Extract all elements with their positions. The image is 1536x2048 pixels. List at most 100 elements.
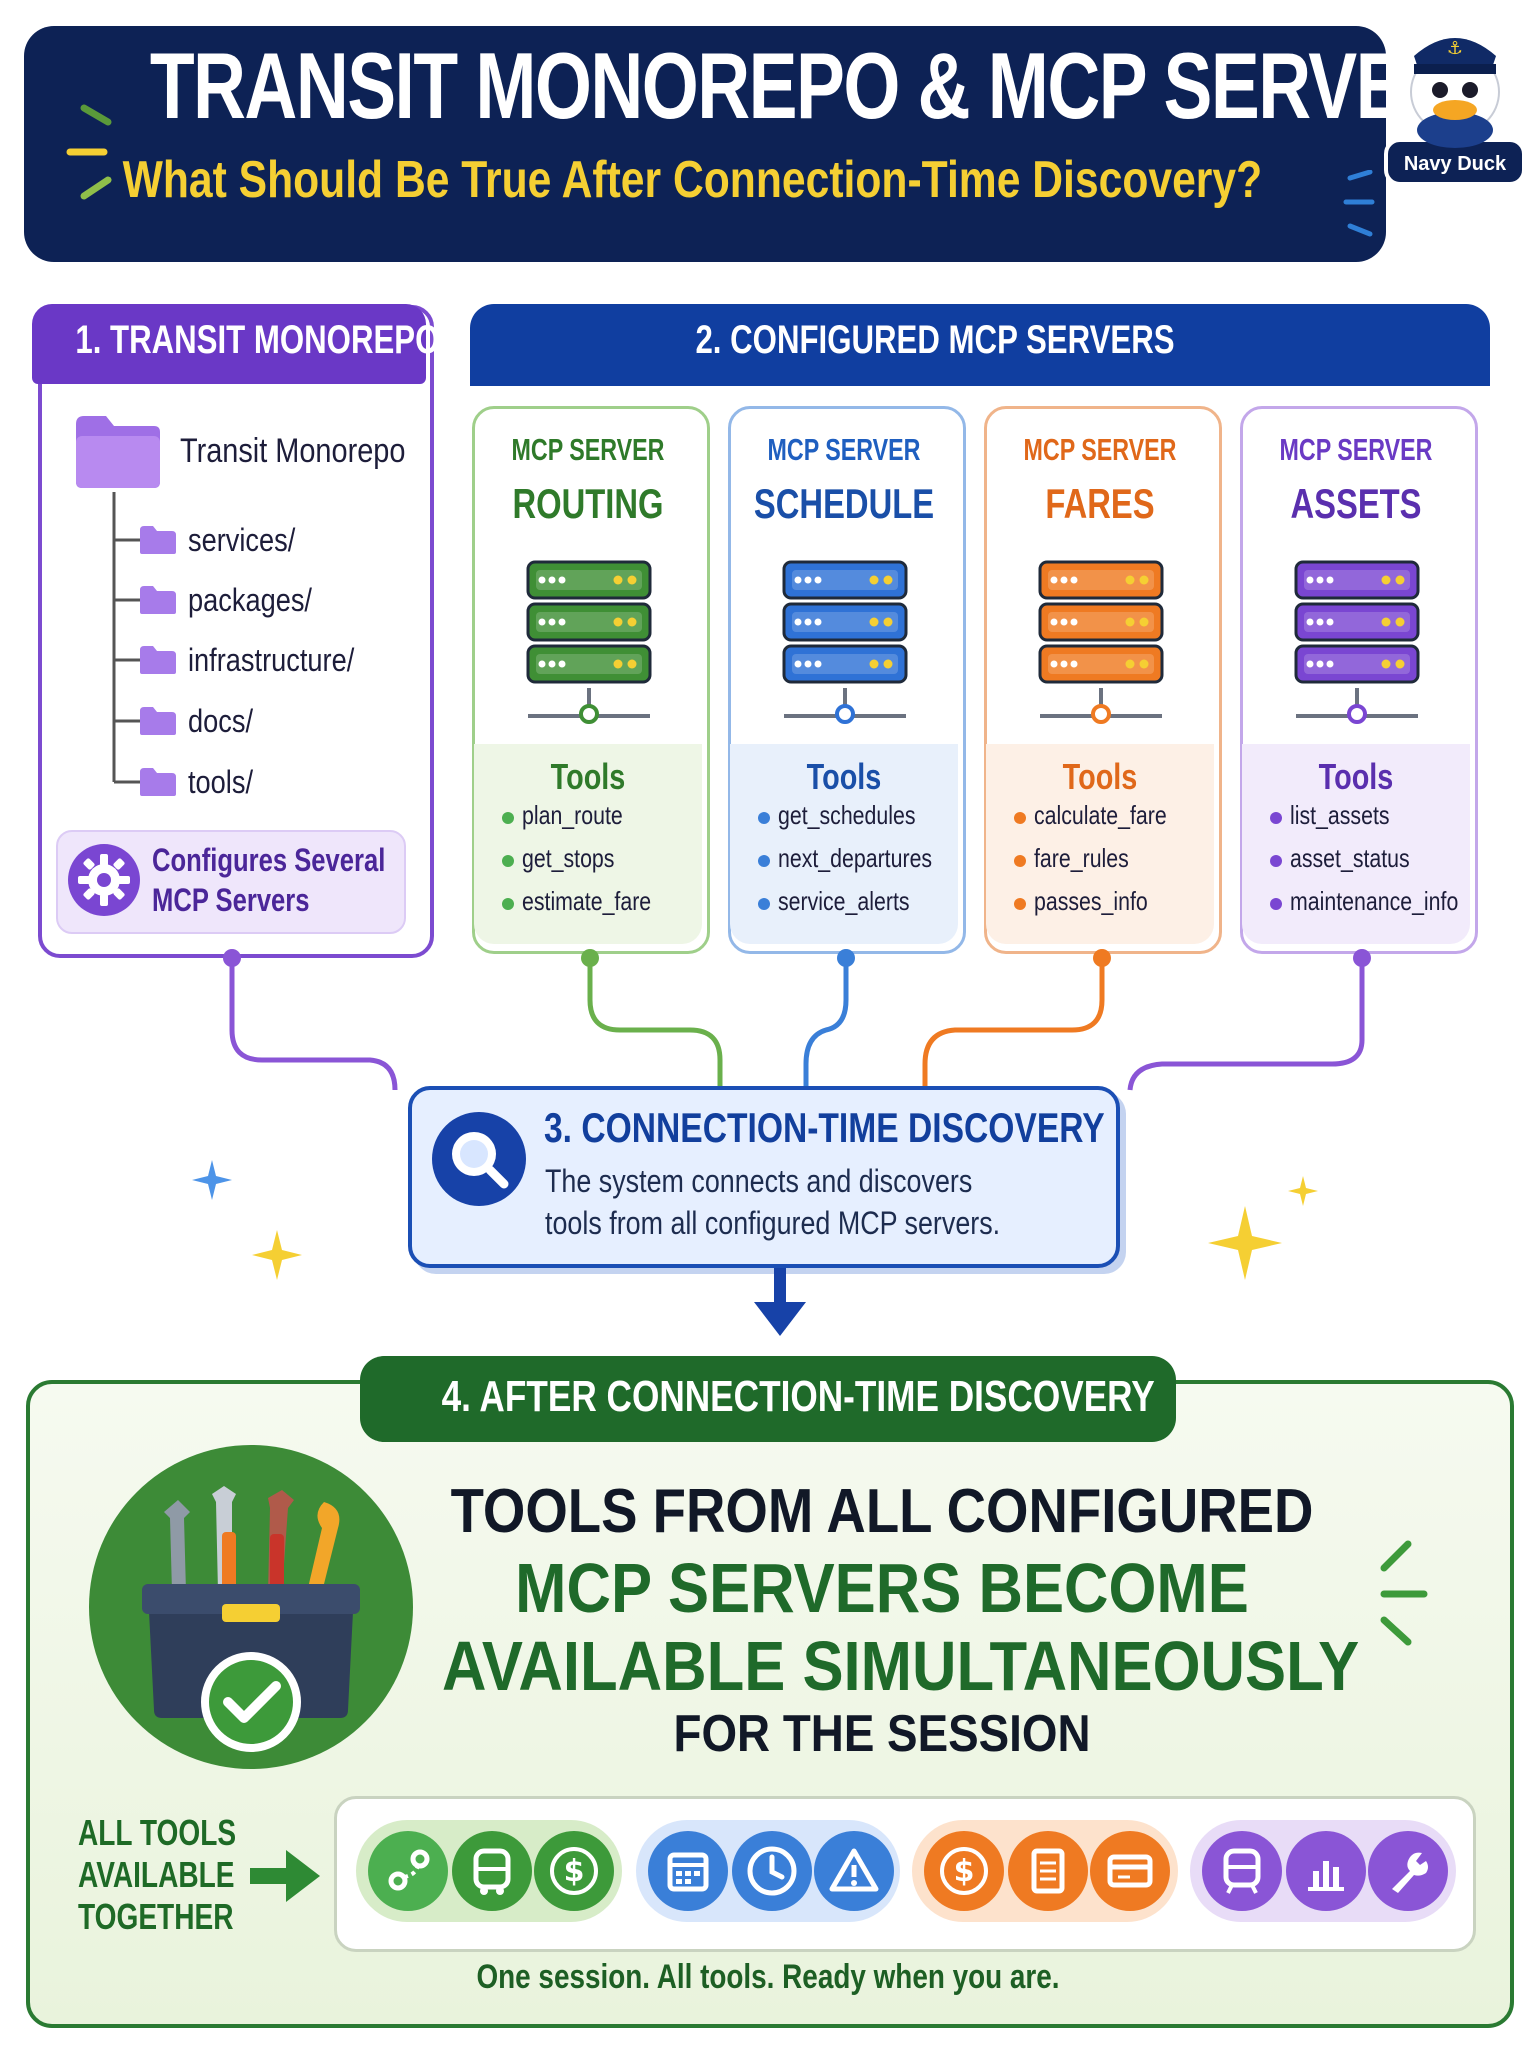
train-icon[interactable] — [1202, 1831, 1282, 1911]
chart-icon[interactable] — [1286, 1831, 1366, 1911]
bus-icon[interactable] — [452, 1831, 532, 1911]
bullet — [1270, 812, 1282, 824]
bullet — [1014, 855, 1026, 867]
tool-item: maintenance_info — [1290, 886, 1459, 916]
toolbox-icon — [89, 1445, 413, 1769]
discovery-text-line2: tools from all configured MCP servers. — [545, 1205, 1001, 1241]
servers-header-label: 2. CONFIGURED MCP SERVERS — [695, 318, 1175, 362]
server-rack-icon — [1038, 560, 1164, 724]
server-kicker: MCP SERVER — [767, 432, 921, 467]
folder-label: tools/ — [188, 764, 254, 800]
tool-item: get_schedules — [778, 800, 916, 830]
root-folder-label: Transit Monorepo — [180, 432, 406, 470]
dollar-coin-icon[interactable]: $ — [924, 1831, 1004, 1911]
configures-label-line2: MCP Servers — [152, 882, 310, 918]
clock-icon[interactable] — [732, 1831, 812, 1911]
discovery-text-line1: The system connects and discovers — [545, 1163, 973, 1199]
bullet — [502, 812, 514, 824]
server-name: ASSETS — [1290, 480, 1422, 527]
tool-item: asset_status — [1290, 843, 1410, 873]
spark-right-icon — [1343, 170, 1375, 237]
tools-title: Tools — [806, 756, 882, 797]
bullet — [1014, 812, 1026, 824]
discovery-box — [408, 1086, 1120, 1268]
servers-header-bar — [470, 304, 1490, 386]
arrow-right-icon — [250, 1850, 320, 1902]
all-tools-label: ALL TOOLS AVAILABLE TOGETHER — [78, 1812, 236, 1938]
tool-item: estimate_fare — [522, 886, 652, 916]
folder-icon — [140, 526, 176, 554]
tools-title: Tools — [1318, 756, 1394, 797]
tools-title: Tools — [550, 756, 626, 797]
card-icon[interactable] — [1090, 1831, 1170, 1911]
spark-left-icon — [66, 104, 112, 200]
root-folder-icon — [76, 416, 160, 488]
folder-icon — [140, 768, 176, 796]
bullet — [1014, 898, 1026, 910]
all-tools-line3: TOGETHER — [78, 1896, 234, 1937]
calendar-icon[interactable] — [648, 1831, 728, 1911]
server-rack-icon — [1294, 560, 1420, 724]
tree-lines — [112, 492, 140, 784]
server-name: ROUTING — [512, 480, 664, 527]
after-discovery-tab — [360, 1356, 1176, 1442]
tools-title: Tools — [1062, 756, 1138, 797]
all-tools-line1: ALL TOOLS — [78, 1812, 237, 1853]
configures-label: Configures Several MCP Servers — [152, 840, 385, 920]
search-icon — [432, 1112, 526, 1206]
configures-label-line1: Configures Several — [152, 842, 386, 878]
bullet — [758, 812, 770, 824]
tools-area — [730, 744, 958, 944]
bullet — [1270, 855, 1282, 867]
footer-tagline: One session. All tools. Ready when you a… — [476, 1958, 1060, 1996]
folder-icon — [140, 646, 176, 674]
tools-area — [986, 744, 1214, 944]
all-tools-line2: AVAILABLE — [78, 1854, 235, 1895]
folder-label: infrastructure/ — [188, 642, 355, 678]
document-icon[interactable] — [1008, 1831, 1088, 1911]
bullet — [1270, 898, 1282, 910]
route-icon[interactable] — [368, 1831, 448, 1911]
server-rack-icon — [782, 560, 908, 724]
monorepo-tab — [32, 304, 426, 384]
connector-lines — [223, 949, 1371, 1091]
sparkle-icon — [192, 1160, 232, 1200]
server-kicker: MCP SERVER — [511, 432, 665, 467]
bullet — [502, 855, 514, 867]
tools-area — [1242, 744, 1470, 944]
page-title: TRANSIT MONOREPO & MCP SERVERS — [149, 33, 1503, 138]
sparkle-icon — [252, 1230, 302, 1280]
server-kicker: MCP SERVER — [1023, 432, 1177, 467]
tool-item: list_assets — [1290, 800, 1390, 830]
tool-item: get_stops — [522, 843, 615, 873]
folder-label: docs/ — [188, 703, 254, 739]
discovery-title: 3. CONNECTION-TIME DISCOVERY — [544, 1104, 1105, 1151]
spark-green-icon — [1380, 1540, 1428, 1646]
tool-item: calculate_fare — [1034, 800, 1167, 830]
headline-line3: AVAILABLE SIMULTANEOUSLY — [442, 1627, 1360, 1705]
sparkle-icon — [1208, 1206, 1282, 1280]
server-name: FARES — [1045, 480, 1155, 527]
discovery-text: The system connects and discovers tools … — [545, 1160, 1015, 1244]
server-rack-icon — [526, 560, 652, 724]
svg-text:$: $ — [954, 1854, 975, 1889]
page-subtitle: What Should Be True After Connection-Tim… — [122, 151, 1263, 209]
headline-line2: MCP SERVERS BECOME — [515, 1549, 1249, 1627]
server-kicker: MCP SERVER — [1279, 432, 1433, 467]
headline-line4: FOR THE SESSION — [673, 1705, 1091, 1763]
alert-icon[interactable] — [814, 1831, 894, 1911]
tool-item: plan_route — [522, 800, 623, 830]
monorepo-tab-label: 1. TRANSIT MONOREPO — [75, 318, 440, 362]
tool-item: fare_rules — [1034, 843, 1129, 873]
folder-icon — [140, 586, 176, 614]
header-banner — [24, 26, 1386, 262]
wrench-icon[interactable] — [1368, 1831, 1448, 1911]
tool-item: passes_info — [1034, 886, 1148, 916]
folder-label: packages/ — [188, 582, 312, 618]
navy-duck-mascot-icon: ⚓ Navy Duck — [1384, 38, 1526, 186]
dollar-icon[interactable]: $ — [534, 1831, 614, 1911]
folder-icon — [140, 707, 176, 735]
arrow-down-icon — [754, 1268, 806, 1336]
bullet — [502, 898, 514, 910]
mascot-label: Navy Duck — [1404, 153, 1507, 175]
